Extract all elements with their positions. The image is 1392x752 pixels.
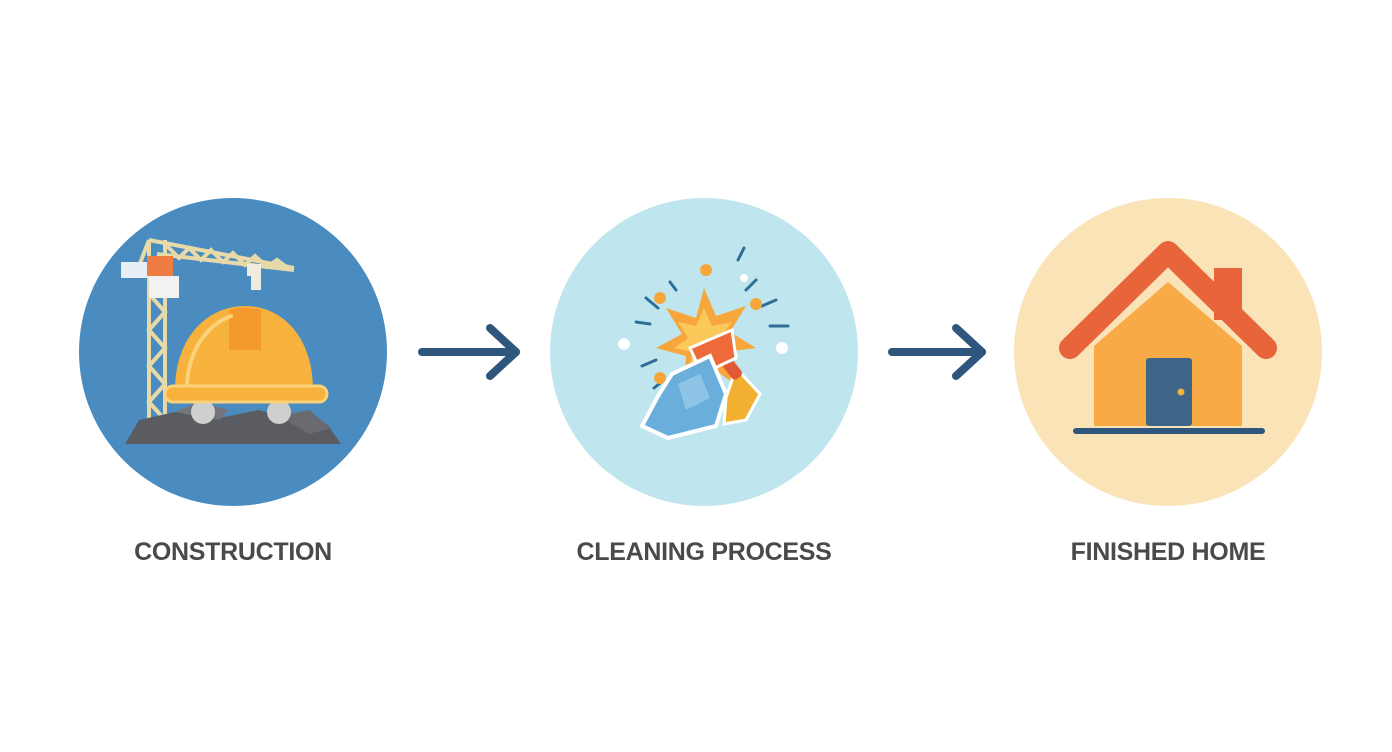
- cleaning-spray-broom-icon: [618, 246, 790, 441]
- step-cleaning-process: CLEANING PROCESS: [549, 198, 859, 567]
- construction-helmet-crane-icon: [121, 238, 341, 444]
- arrow-right-icon: [418, 324, 520, 380]
- step-finished-home: FINISHED HOME: [1013, 198, 1323, 567]
- cleaning-circle: [550, 198, 858, 506]
- construction-circle: [79, 198, 387, 506]
- arrow-right-icon: [888, 324, 986, 380]
- step-label-finished-home: FINISHED HOME: [1070, 538, 1266, 566]
- house-icon: [1059, 241, 1277, 434]
- home-circle: [1014, 198, 1322, 506]
- step-label-construction: CONSTRUCTION: [134, 538, 332, 566]
- step-construction: CONSTRUCTION: [78, 198, 388, 567]
- step-label-cleaning-process: CLEANING PROCESS: [576, 538, 832, 566]
